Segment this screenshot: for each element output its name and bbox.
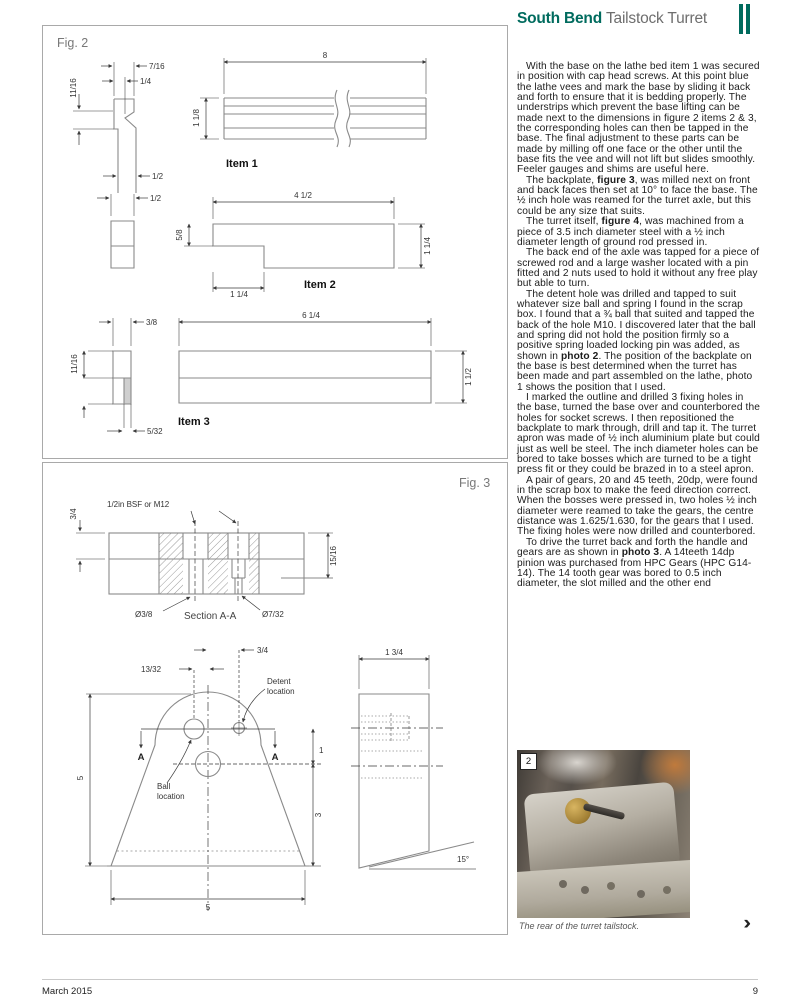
dim-label: 1/2 bbox=[152, 172, 164, 181]
dim-label: 3/4 bbox=[257, 646, 269, 655]
fig3-label: Fig. 3 bbox=[459, 476, 490, 490]
header-bar-icon bbox=[746, 4, 750, 34]
dia-left-label: Ø3/8 bbox=[135, 610, 153, 619]
dim-label: 15° bbox=[457, 855, 469, 864]
dim-label: 5 bbox=[206, 903, 211, 912]
photo-number-tag: 2 bbox=[520, 753, 537, 770]
detent-annotation: Detent bbox=[267, 677, 291, 686]
dim-label: 13/32 bbox=[141, 665, 162, 674]
fig2-item1: 8 1 1/8 Item 1 bbox=[192, 51, 427, 170]
dim-label: 3/8 bbox=[146, 318, 158, 327]
footer-rule bbox=[42, 979, 758, 980]
dim-label: 1 1/8 bbox=[192, 109, 201, 127]
next-page-chevron-icon: › bbox=[743, 913, 752, 934]
fig2-item3: 6 1/4 1 1/2 Item 3 bbox=[178, 311, 473, 428]
article-text: With the base on the lathe bed item 1 wa… bbox=[517, 61, 760, 590]
dia-right-label: Ø7/32 bbox=[262, 610, 284, 619]
dim-label: 15/16 bbox=[329, 545, 338, 566]
header-bar-icon bbox=[739, 4, 743, 34]
figure-3-panel: Fig. 3 15/16 bbox=[42, 462, 508, 935]
dim-label: 3/4 bbox=[69, 508, 78, 520]
dim-label: 4 1/2 bbox=[294, 191, 312, 200]
figure-2-panel: Fig. 2 7/16 1/4 11/16 bbox=[42, 25, 508, 459]
fig2-item2: 4 1/2 1 1/4 5/8 1 1/4 Item 2 bbox=[175, 191, 432, 299]
detent-annotation: location bbox=[267, 687, 295, 696]
photo-thumbnail: 2 bbox=[517, 750, 690, 918]
fig3-drawing: Fig. 3 15/16 bbox=[69, 476, 490, 912]
fig2-profile2: 1/2 bbox=[97, 194, 162, 269]
dim-label: 11/16 bbox=[69, 78, 78, 98]
fig2-profile1: 7/16 1/4 11/16 1/2 bbox=[69, 62, 165, 193]
footer-issue-date: March 2015 bbox=[42, 986, 93, 997]
dim-label: 11/16 bbox=[70, 354, 79, 374]
dim-label: 8 bbox=[323, 51, 328, 60]
photo-caption: The rear of the turret tailstock. bbox=[519, 921, 640, 931]
fig2-label: Fig. 2 bbox=[57, 36, 88, 50]
dim-label: 5/8 bbox=[175, 229, 184, 241]
item1-label: Item 1 bbox=[226, 158, 258, 170]
fig2-drawing: Fig. 2 7/16 1/4 11/16 bbox=[57, 36, 473, 436]
dim-label: 5/32 bbox=[147, 427, 163, 436]
ball-annotation: Ball bbox=[157, 782, 171, 791]
dim-label: 1 1/4 bbox=[230, 290, 248, 299]
dim-label: 3 bbox=[314, 812, 323, 817]
item2-label: Item 2 bbox=[304, 279, 336, 291]
section-mark-a: A bbox=[272, 752, 279, 763]
article-title: Tailstock Turret bbox=[605, 10, 707, 27]
item3-label: Item 3 bbox=[178, 416, 210, 428]
dim-label: 1/2 bbox=[150, 194, 162, 203]
dim-label: 1 1/4 bbox=[423, 237, 432, 255]
fig3-backplate-view: A A 1 3 5 5 13/32 bbox=[76, 646, 324, 912]
dim-label: 5 bbox=[76, 775, 85, 780]
fig3-side-view: 15° 1 3/4 bbox=[351, 648, 476, 870]
section-mark-a: A bbox=[138, 752, 145, 763]
fig3-section-aa: 15/16 3/4 1/2in BSF or M12 Ø3/8 Section … bbox=[69, 500, 338, 622]
ball-annotation: location bbox=[157, 792, 185, 801]
brand-title: South Bend bbox=[517, 10, 602, 27]
dim-label: 1 3/4 bbox=[385, 648, 403, 657]
photo-highlight bbox=[537, 750, 617, 785]
section-aa-label: Section A-A bbox=[184, 611, 237, 622]
dim-label: 1 bbox=[319, 746, 324, 755]
footer-page-number: 9 bbox=[752, 986, 758, 997]
dim-label: 1 1/2 bbox=[464, 368, 473, 386]
thread-annotation: 1/2in BSF or M12 bbox=[107, 500, 170, 509]
dim-label: 1/4 bbox=[140, 77, 152, 86]
fig2-profile3: 3/8 11/16 5/32 bbox=[70, 318, 163, 436]
photo-bolts bbox=[559, 880, 567, 888]
dim-label: 6 1/4 bbox=[302, 311, 320, 320]
dim-label: 7/16 bbox=[149, 62, 165, 71]
